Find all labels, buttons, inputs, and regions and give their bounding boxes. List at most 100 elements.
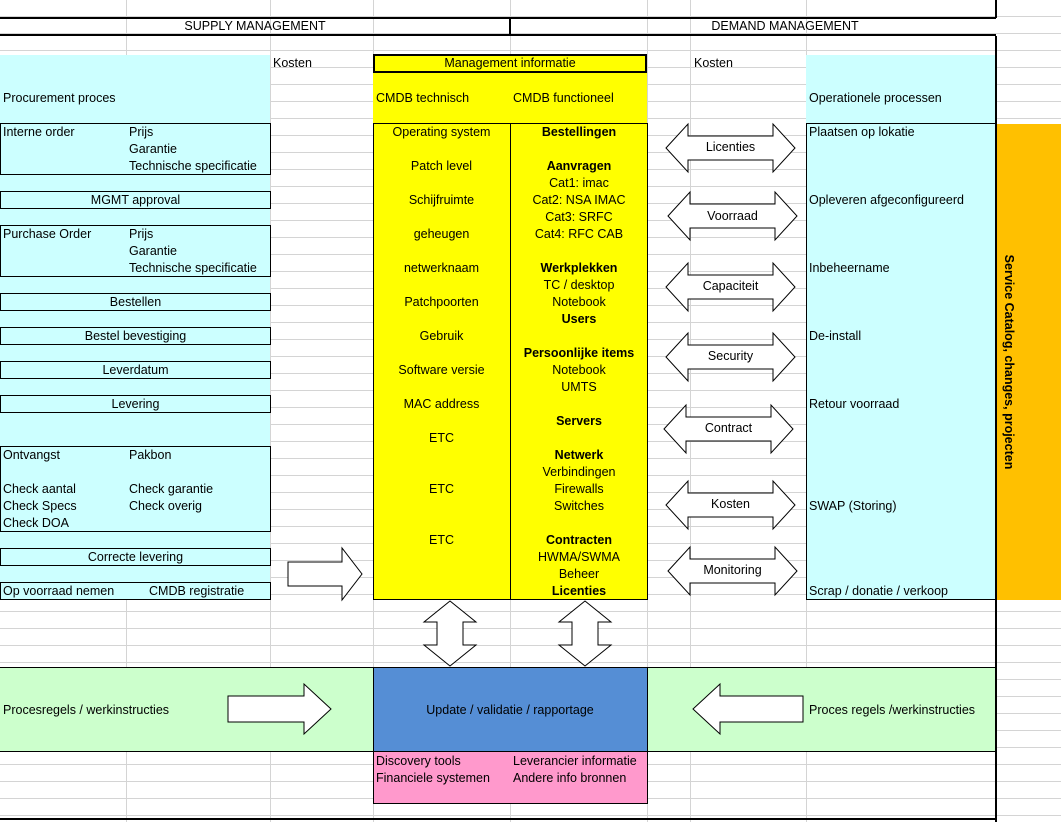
cmdb-tech-item: ETC [429, 482, 454, 496]
header-divider [509, 17, 511, 36]
prijs-label: Prijs [129, 125, 154, 139]
right-arrow-shape [287, 546, 363, 602]
demand-step: Scrap / donatie / verkoop [809, 584, 948, 598]
cmdb-func-item: Cat2: NSA IMAC [532, 193, 626, 207]
demand-area [806, 55, 996, 600]
update-box [373, 667, 648, 804]
cmdb-func-heading: Werkplekken [540, 261, 618, 275]
arrow-label-licenties: Licenties [705, 140, 756, 154]
double-arrow-shape [665, 122, 796, 174]
leverdatum-box [0, 361, 271, 379]
op-voorraad-label: Op voorraad nemen [3, 584, 115, 598]
supply-management-title: SUPPLY MANAGEMENT [184, 19, 326, 33]
ontvangst-box [0, 446, 271, 532]
cmdb-tech-item: MAC address [403, 397, 480, 411]
op-voorraad-box [0, 582, 271, 600]
cmdb-func-heading: Users [561, 312, 597, 326]
proces-regels-right-label: Proces regels /werkinstructies [809, 703, 976, 717]
purchase-order-box [0, 225, 271, 277]
bottom-right-arrow-shape [227, 682, 332, 736]
cmdb-func-item: UMTS [561, 380, 597, 394]
arrow-label-security: Security [707, 349, 754, 363]
mgmt-approval-label: MGMT approval [90, 193, 181, 207]
cmdb-func-heading: Bestellingen [541, 125, 617, 139]
levering-label: Levering [111, 397, 160, 411]
double-arrow-shape [667, 545, 798, 597]
double-arrow-shape [667, 190, 798, 242]
cmdb-func-heading: Servers [556, 414, 602, 428]
demand-step: De-install [809, 329, 862, 343]
arrow-label-contract: Contract [704, 421, 753, 435]
interne-order-box [0, 123, 271, 175]
frame-line [995, 0, 997, 18]
pakbon-label: Pakbon [129, 448, 172, 462]
service-catalog-bar [996, 124, 1061, 600]
double-arrow-shape [665, 479, 796, 531]
update-area [373, 668, 647, 752]
cmdb-func-heading: Aanvragen [546, 159, 612, 173]
check-overig-label: Check overig [129, 499, 202, 513]
check-doa-label: Check DOA [3, 516, 69, 530]
cmdb-functioneel-label: CMDB functioneel [513, 91, 614, 105]
bestellen-box [0, 293, 271, 311]
cmdb-tech-item: Operating system [392, 125, 491, 139]
financiele-label: Financiele systemen [376, 771, 490, 785]
management-info-label: Management informatie [444, 56, 576, 70]
kosten-right-label: Kosten [694, 56, 733, 70]
cmdb-tech-item: geheugen [413, 227, 470, 241]
po-tech-spec-label: Technische specificatie [129, 261, 257, 275]
demand-box [806, 123, 997, 600]
discovery-label: Discovery tools [376, 754, 461, 768]
cmdb-func-item: HWMA/SWMA [538, 550, 620, 564]
check-aantal-label: Check aantal [3, 482, 76, 496]
po-prijs-label: Prijs [129, 227, 154, 241]
levering-box [0, 395, 271, 413]
check-garantie-label: Check garantie [129, 482, 214, 496]
demand-step: Retour voorraad [809, 397, 900, 411]
cmdb-func-item: Switches [553, 499, 605, 513]
cmdb-func-item: Notebook [552, 363, 606, 377]
arrow-label-voorraad: Voorraad [707, 209, 758, 223]
double-arrow-shape [663, 403, 794, 455]
cmdb-func-heading: Netwerk [554, 448, 604, 462]
leverdatum-label: Leverdatum [102, 363, 169, 377]
arrow-label-kosten: Kosten [711, 497, 750, 511]
cmdb-func-heading: Licenties [551, 584, 607, 598]
cmdb-tech-item: Gebruik [419, 329, 464, 343]
bestel-bevestiging-box [0, 327, 271, 345]
bestel-bevestiging-label: Bestel bevestiging [84, 329, 187, 343]
double-arrow-shape [665, 261, 796, 313]
procesregels-label: Procesregels / werkinstructies [3, 703, 170, 717]
demand-step: Inbeheername [809, 261, 890, 275]
cmdb-func-item: Notebook [552, 295, 606, 309]
andere-label: Andere info bronnen [513, 771, 627, 785]
vertical-double-arrow-shape [557, 600, 613, 667]
bestellen-label: Bestellen [109, 295, 162, 309]
cmdb-divider [510, 123, 511, 600]
cmdb-tech-item: ETC [429, 431, 454, 445]
demand-step: Plaatsen op lokatie [809, 125, 915, 139]
cmdb-func-item: Verbindingen [542, 465, 616, 479]
management-info-header [373, 54, 647, 73]
cmdb-tech-item: Patch level [410, 159, 473, 173]
cmdb-func-heading: Contracten [546, 533, 612, 547]
update-label: Update / validatie / rapportage [426, 703, 594, 717]
ontvangst-label: Ontvangst [3, 448, 60, 462]
cmdb-func-item: Cat1: imac [549, 176, 609, 190]
cmdb-registratie-label: CMDB registratie [149, 584, 245, 598]
correcte-levering-box [0, 548, 271, 566]
bottom-left-arrow-shape [692, 682, 804, 736]
tech-spec-label: Technische specificatie [129, 159, 257, 173]
demand-management-title: DEMAND MANAGEMENT [711, 19, 859, 33]
cmdb-func-heading: Persoonlijke items [523, 346, 635, 360]
arrow-label-monitoring: Monitoring [703, 563, 762, 577]
cmdb-tech-item: Software versie [398, 363, 485, 377]
kosten-left-label: Kosten [273, 56, 312, 70]
demand-step: SWAP (Storing) [809, 499, 897, 513]
cmdb-func-item: Beheer [558, 567, 600, 581]
cmdb-func-item: Firewalls [554, 482, 604, 496]
grid-line [690, 0, 691, 822]
leverancier-label: Leverancier informatie [513, 754, 637, 768]
vertical-double-arrow-shape [422, 600, 478, 667]
